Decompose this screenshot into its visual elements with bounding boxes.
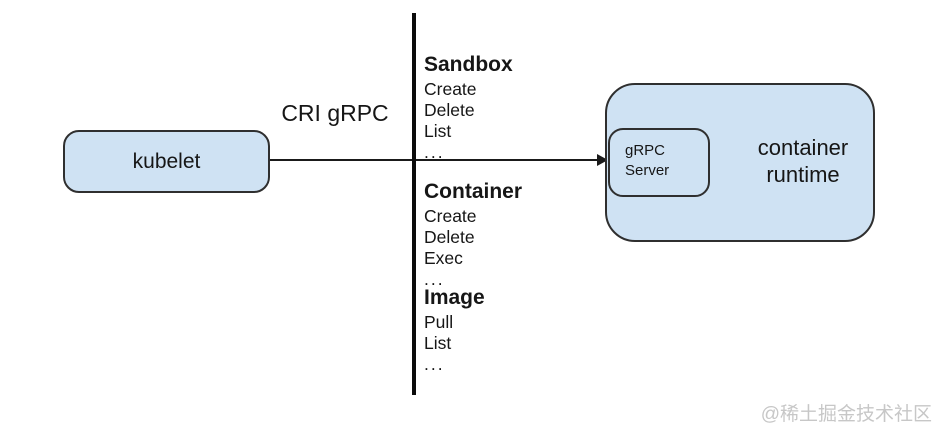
cri-grpc-arrow-line — [270, 159, 600, 161]
container-runtime-label-line2: runtime — [766, 162, 840, 187]
container-runtime-label: container runtime — [718, 134, 888, 188]
api-method: List — [424, 333, 452, 353]
watermark: @稀土掘金技术社区 — [760, 404, 932, 425]
api-group-header: Sandbox — [424, 53, 513, 76]
cri-grpc-arrow-head — [597, 154, 608, 166]
cri-boundary-line — [412, 13, 416, 395]
api-ellipsis: ... — [424, 354, 445, 374]
container-runtime-label-line1: container — [757, 135, 849, 160]
api-group-image: Image Pull List ... — [424, 286, 574, 375]
api-group-sandbox: Sandbox Create Delete List ... — [424, 53, 574, 163]
api-method: Pull — [424, 312, 454, 332]
kubelet-node: kubelet — [63, 130, 270, 193]
kubelet-label: kubelet — [132, 149, 201, 173]
grpc-server-label-line2: Server — [625, 162, 670, 179]
api-method: List — [424, 121, 452, 141]
cri-grpc-label: CRI gRPC — [281, 100, 389, 126]
grpc-server-label-line1: gRPC — [625, 142, 666, 159]
api-method: Create — [424, 79, 477, 99]
api-ellipsis: ... — [424, 142, 445, 162]
api-group-container: Container Create Delete Exec ... — [424, 180, 574, 290]
api-method: Exec — [424, 248, 463, 268]
grpc-server-node: gRPC Server — [608, 128, 710, 197]
api-group-header: Container — [424, 180, 523, 203]
container-runtime-node — [605, 83, 875, 242]
api-group-header: Image — [424, 286, 485, 309]
api-method: Create — [424, 206, 477, 226]
api-ellipsis: ... — [424, 269, 445, 289]
api-method: Delete — [424, 100, 475, 120]
api-method: Delete — [424, 227, 475, 247]
